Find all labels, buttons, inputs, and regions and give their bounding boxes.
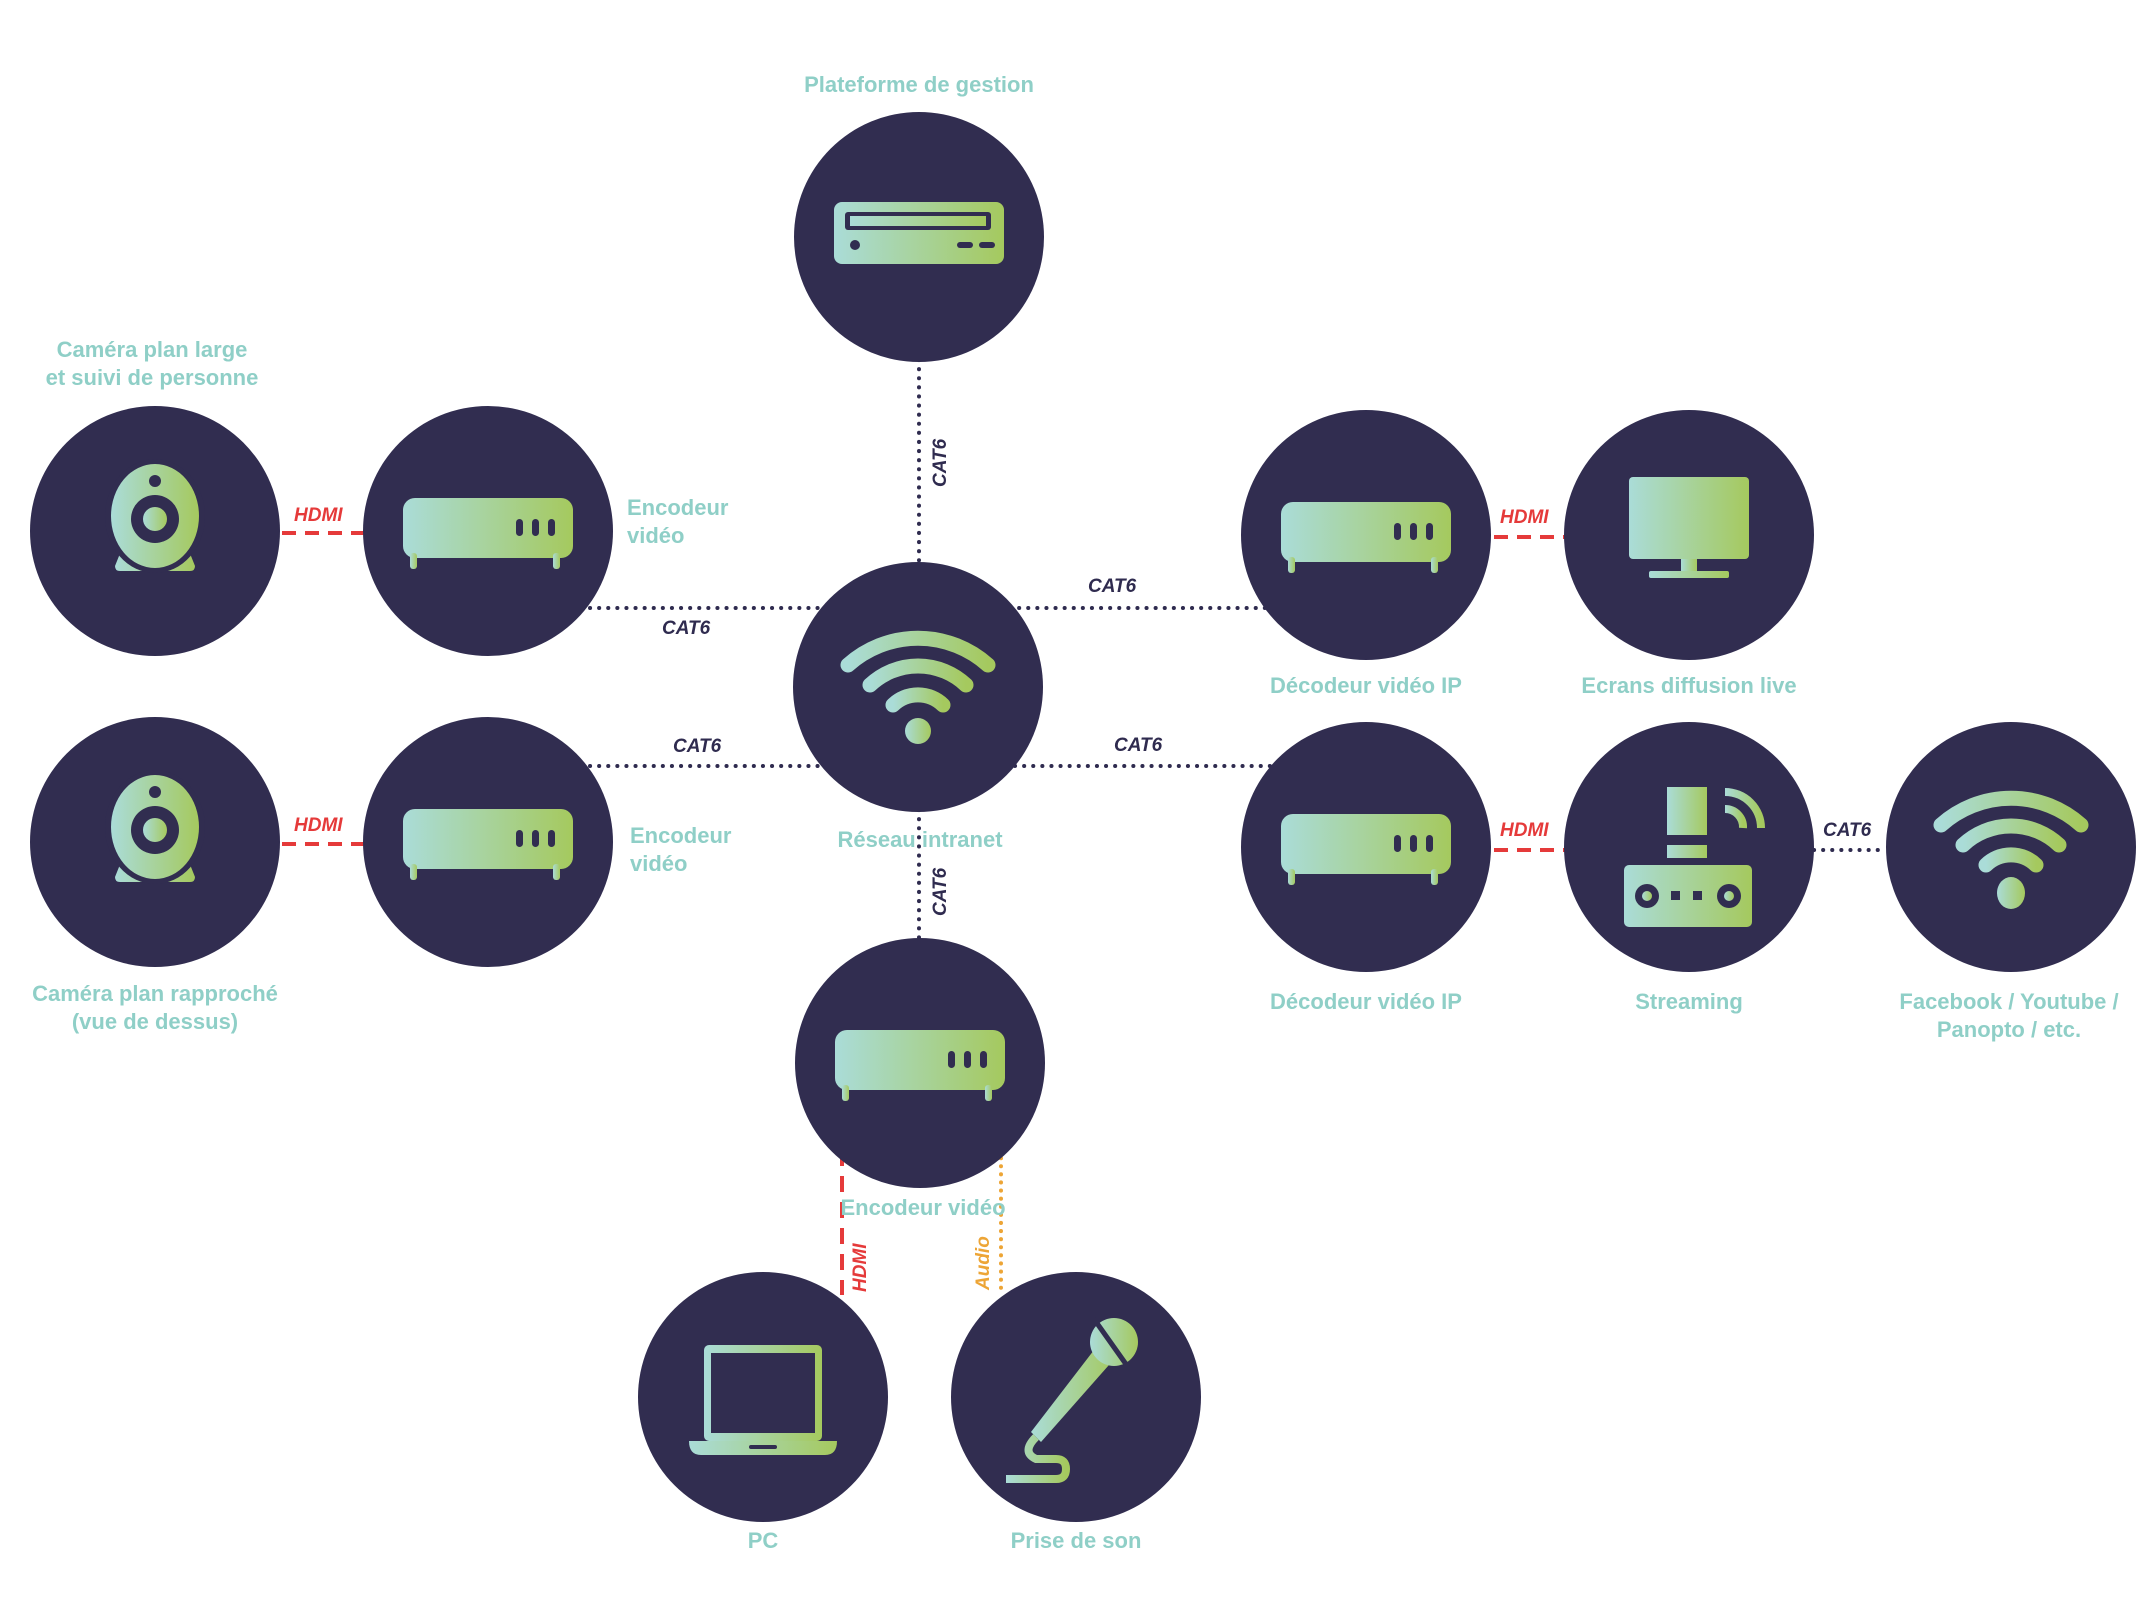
conn-label-pc-encoder3: HDMI [850,1243,871,1292]
webcam-icon [105,459,205,573]
node-network[interactable] [793,562,1043,812]
laptop-icon [689,1345,837,1455]
conn-label-encoder1-network: CAT6 [662,618,711,639]
label-encoder-3: Encodeur vidéo [840,1195,1006,1220]
conn-label-platform-network: CAT6 [930,438,951,487]
label-platforms-1: Facebook / Youtube / [1899,989,2119,1014]
conn-label-encoder2-network: CAT6 [673,736,722,757]
conn-label-decoder1-screens: HDMI [1500,507,1549,528]
label-screens: Ecrans diffusion live [1581,673,1797,698]
label-encoder-2-2: vidéo [630,851,688,876]
conn-label-network-decoder2: CAT6 [1114,735,1163,756]
label-platform: Plateforme de gestion [804,72,1034,97]
conn-label-mic-encoder3: Audio [973,1236,994,1290]
conn-label-streaming-platforms: CAT6 [1823,820,1872,841]
encoder-box-icon [403,809,573,880]
conn-label-network-encoder3: CAT6 [930,867,951,916]
decoder-box-icon [1281,502,1451,573]
decoder-box-icon [1281,814,1451,885]
label-camera-close-1: Caméra plan rapproché [32,981,278,1006]
label-pc: PC [747,1528,779,1553]
label-streaming: Streaming [1635,989,1743,1014]
node-platforms[interactable] [1886,722,2136,972]
encoder-box-icon [403,498,573,569]
wifi-icon [840,630,996,744]
label-camera-wide-2: et suivi de personne [45,365,259,390]
label-camera-wide-1: Caméra plan large [56,337,248,362]
monitor-icon [1629,477,1749,578]
server-rack-icon [834,202,1004,264]
streaming-device-icon [1624,787,1765,927]
label-encoder-1-2: vidéo [627,523,685,548]
label-mic: Prise de son [1010,1528,1142,1553]
conn-label-camera-wide-encoder1: HDMI [294,505,343,526]
connections [282,358,1888,1295]
encoder-box-icon [835,1030,1005,1101]
label-network: Réseau intranet [837,827,1003,852]
label-decoder-1: Décodeur vidéo IP [1270,673,1462,698]
conn-label-network-decoder1: CAT6 [1088,576,1137,597]
conn-label-decoder2-streaming: HDMI [1500,820,1549,841]
label-camera-close-2: (vue de dessus) [71,1009,239,1034]
label-encoder-1-1: Encodeur [627,495,729,520]
label-encoder-2-1: Encodeur [630,823,732,848]
label-decoder-2: Décodeur vidéo IP [1270,989,1462,1014]
wifi-icon [1933,790,2089,909]
webcam-icon [105,770,205,884]
conn-label-camera-close-encoder2: HDMI [294,815,343,836]
microphone-icon [1006,1317,1138,1483]
label-platforms-2: Panopto / etc. [1936,1017,2082,1042]
